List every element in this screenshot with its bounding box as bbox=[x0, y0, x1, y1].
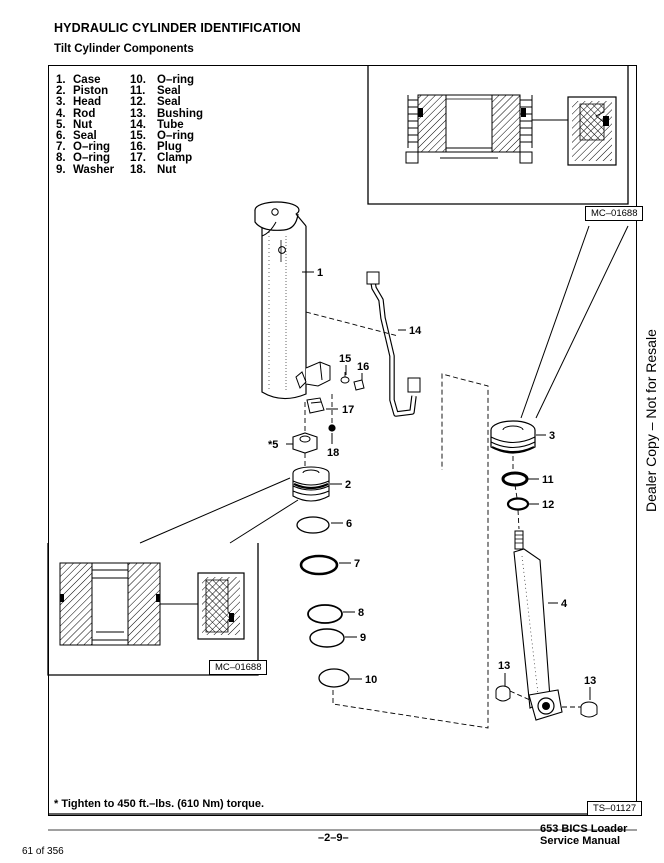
page-count: 61 of 356 bbox=[22, 846, 64, 857]
callout-labels: 1 2 3 4 *5 6 7 8 9 10 11 12 13 13 14 15 … bbox=[268, 267, 596, 687]
page-number: –2–9– bbox=[318, 832, 349, 844]
head-detail-inset bbox=[367, 66, 629, 419]
cylinder-case bbox=[254, 201, 331, 400]
piston-nut bbox=[292, 432, 318, 454]
callout-17: 17 bbox=[342, 404, 354, 416]
callout-leaders bbox=[286, 271, 591, 700]
piston-seals bbox=[296, 516, 350, 688]
assembly-lines bbox=[304, 311, 581, 729]
callout-2: 2 bbox=[345, 479, 351, 491]
callout-13-right: 13 bbox=[584, 675, 596, 687]
piston-rod bbox=[495, 530, 598, 721]
callout-14: 14 bbox=[409, 325, 422, 337]
callout-12: 12 bbox=[542, 499, 554, 511]
callout-18: 18 bbox=[327, 447, 339, 459]
manual-title: 653 BICS Loader Service Manual bbox=[540, 823, 627, 847]
figure-tag: TS–01127 bbox=[587, 801, 643, 816]
callout-4: 4 bbox=[561, 598, 568, 610]
callout-15: 15 bbox=[339, 353, 351, 365]
detail-tag-left: MC–01688 bbox=[209, 660, 268, 675]
piston-detail-inset bbox=[47, 477, 299, 676]
small-fittings bbox=[306, 376, 365, 432]
manual-title-line1: 653 BICS Loader bbox=[540, 823, 628, 835]
callout-8: 8 bbox=[358, 607, 364, 619]
callout-10: 10 bbox=[365, 674, 377, 686]
callout-1: 1 bbox=[317, 267, 323, 279]
detail-tag-top: MC–01688 bbox=[585, 206, 644, 221]
torque-note: * Tighten to 450 ft.–lbs. (610 Nm) torqu… bbox=[54, 798, 265, 810]
piston bbox=[292, 466, 330, 502]
manual-title-line2: Service Manual bbox=[540, 835, 621, 847]
callout-7: 7 bbox=[354, 558, 360, 570]
hydraulic-tube bbox=[366, 271, 421, 417]
callout-3: 3 bbox=[549, 430, 555, 442]
diagram-frame bbox=[48, 65, 637, 816]
callout-16: 16 bbox=[357, 361, 369, 373]
callout-6: 6 bbox=[346, 518, 352, 530]
callout-9: 9 bbox=[360, 632, 366, 644]
section-subtitle: Tilt Cylinder Components bbox=[54, 43, 194, 55]
callout-11: 11 bbox=[542, 474, 554, 486]
side-watermark: Dealer Copy – Not for Resale bbox=[643, 329, 659, 512]
callout-5: *5 bbox=[268, 439, 278, 451]
page-title: HYDRAULIC CYLINDER IDENTIFICATION bbox=[54, 21, 301, 35]
callout-13-left: 13 bbox=[498, 660, 510, 672]
